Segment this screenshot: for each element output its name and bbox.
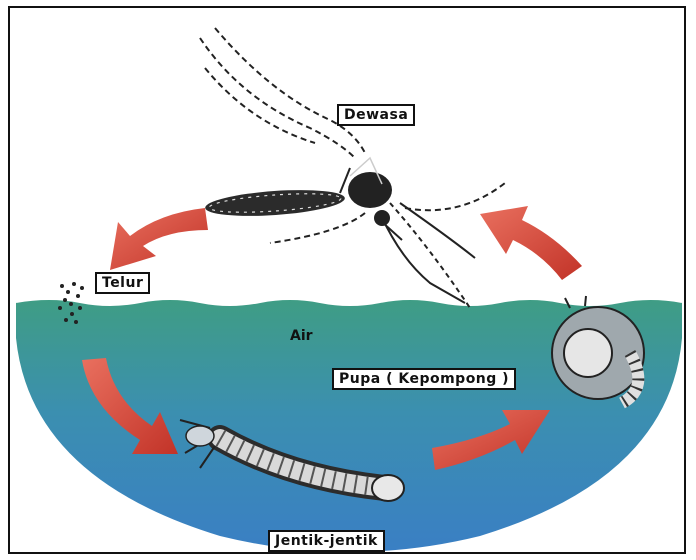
label-egg: Telur [95, 272, 150, 294]
adult-mosquito [200, 28, 505, 308]
arrow-pupa-to-adult [480, 206, 582, 280]
label-larva: Jentik-jentik [268, 530, 385, 552]
label-pupa: Pupa ( Kepompong ) [332, 368, 516, 390]
label-adult: Dewasa [337, 104, 415, 126]
arrow-adult-to-egg [110, 208, 208, 270]
diagram-frame: Dewasa Telur Air Pupa ( Kepompong ) Jent… [8, 6, 686, 554]
label-water: Air [290, 328, 313, 344]
water-surface-line [16, 299, 682, 305]
